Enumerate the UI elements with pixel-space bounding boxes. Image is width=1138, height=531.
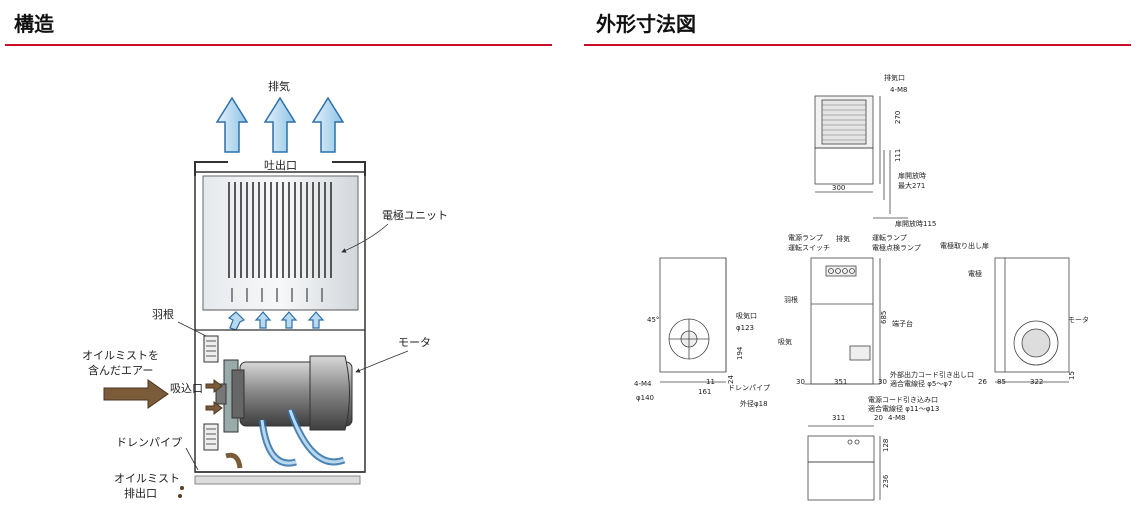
dim-terminal: 端子台	[892, 319, 913, 328]
dim-11: 11	[706, 378, 715, 386]
dim-drain: ドレンパイプ	[728, 384, 770, 392]
dim-top-screw: 4-M8	[890, 86, 907, 94]
dim-111: 111	[894, 149, 902, 162]
dimension-labels: 排気口 4-M8 270 111 300 扉開放時 最大271 扉開放時115 …	[634, 73, 1089, 488]
dim-85: 85	[997, 378, 1006, 386]
dim-power-cord-2: 適合電線径 φ11～φ13	[868, 404, 939, 413]
dim-phi123: φ123	[736, 324, 754, 332]
label-fan-blade: 羽根	[152, 307, 174, 321]
label-intake: 吸込口	[170, 382, 203, 395]
dim-311: 311	[832, 414, 845, 422]
dim-power-cord-1: 電源コード引き込み口	[868, 395, 938, 404]
top-view	[814, 95, 908, 219]
label-exhaust: 排気	[268, 79, 290, 93]
heading-structure-rule	[5, 44, 552, 46]
heading-dimensions-rule	[584, 44, 1131, 46]
dim-236: 236	[882, 474, 890, 488]
dim-exhaust: 排気	[836, 234, 850, 243]
dim-300: 300	[832, 184, 845, 192]
dim-intake-port: 吸気口	[736, 311, 757, 320]
label-oil-mist-drain-1: オイルミスト	[114, 472, 180, 485]
dim-door-max-1: 扉開放時	[898, 171, 926, 180]
dim-194: 194	[736, 346, 744, 360]
dim-128: 128	[882, 439, 890, 452]
dim-exhaust-port: 排気口	[884, 73, 905, 82]
exhaust-arrows	[215, 96, 345, 153]
dim-power-lamp-1: 電源ランプ	[788, 233, 823, 242]
dim-ang45: 45°	[647, 316, 659, 324]
dim-bottom-screw: 4-M8	[888, 414, 905, 422]
label-drain-pipe: ドレンパイプ	[116, 436, 182, 449]
label-electrode-unit: 電極ユニット	[382, 208, 448, 222]
fan-blade-upper	[203, 335, 219, 363]
dim-phi140: φ140	[636, 394, 654, 402]
dim-20: 20	[874, 414, 883, 422]
label-motor: モータ	[398, 336, 431, 349]
dim-26: 26	[978, 378, 987, 386]
dim-run-lamp-1: 運転ランプ	[872, 233, 907, 242]
flow-up-arrows	[227, 311, 325, 331]
dim-right-motor: モータ	[1068, 315, 1089, 324]
dim-30b: 30	[878, 378, 887, 386]
dim-322: 322	[1030, 378, 1043, 386]
dim-685: 685	[880, 311, 888, 324]
left-side-view	[659, 257, 727, 383]
dim-15: 15	[1068, 371, 1076, 380]
dim-power-lamp-2: 運転スイッチ	[788, 243, 830, 252]
dim-270: 270	[894, 111, 902, 124]
dim-30a: 30	[796, 378, 805, 386]
dimension-drawing	[659, 95, 1070, 501]
dim-electrode: 電極	[968, 269, 982, 278]
dim-351: 351	[834, 378, 847, 386]
label-oil-mist-air-2: 含んだエアー	[88, 363, 153, 377]
dim-door-max-2: 最大271	[898, 181, 925, 190]
dim-24: 24	[727, 375, 735, 384]
electrode-unit	[202, 175, 359, 311]
heading-dimensions: 外形寸法図	[596, 12, 696, 36]
dim-electrode-door: 電極取り出し扉	[940, 241, 989, 250]
intake-arrows	[103, 379, 223, 415]
bottom-view	[807, 425, 881, 501]
structure-diagram: 排気 吐出口 電極ユニット	[82, 79, 448, 500]
label-oil-mist-air-1: オイルミストを	[82, 349, 159, 362]
dim-intake: 吸気	[778, 337, 792, 346]
dim-161: 161	[698, 388, 711, 396]
dim-door-open: 扉開放時115	[895, 219, 936, 228]
dim-out-cord-1: 外部出力コード引き出し口	[890, 370, 974, 379]
right-side-view	[994, 257, 1070, 383]
dim-left-screw: 4-M4	[634, 380, 652, 388]
heading-structure: 構造	[14, 12, 54, 36]
dim-out-cord-2: 適合電線径 φ5～φ7	[890, 379, 952, 388]
label-outlet: 吐出口	[264, 158, 297, 172]
front-view	[804, 257, 881, 385]
dim-outer: 外径φ18	[740, 399, 768, 408]
dim-blade: 羽根	[784, 295, 798, 304]
electrode-plates	[228, 182, 332, 278]
fan-blade-lower	[203, 423, 219, 451]
dim-run-lamp-2: 電極点検ランプ	[872, 243, 921, 252]
label-oil-mist-drain-2: 排出口	[124, 486, 157, 500]
